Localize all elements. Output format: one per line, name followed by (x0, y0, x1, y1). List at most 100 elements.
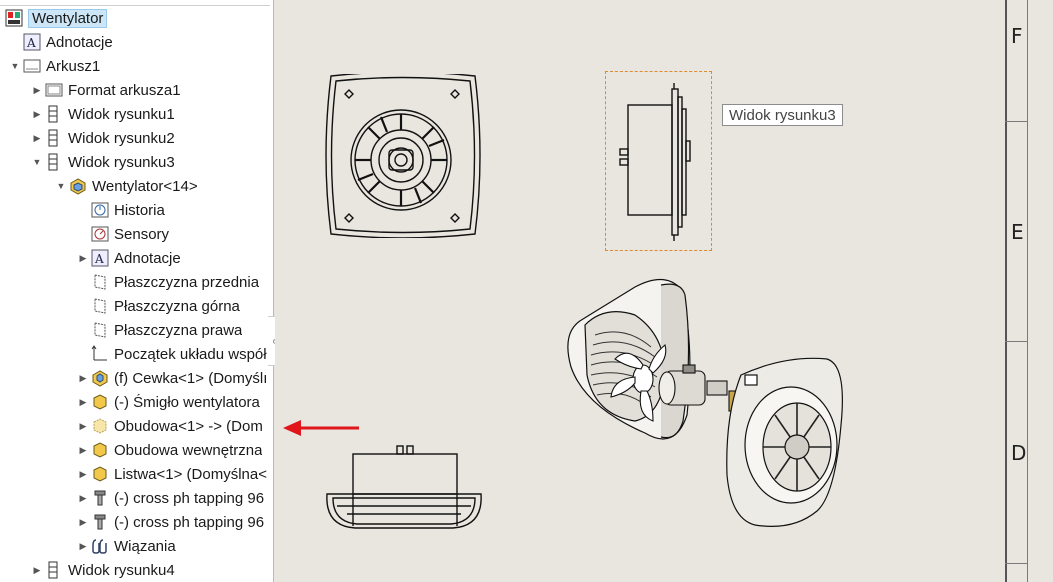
pointer-arrow-icon (283, 420, 359, 436)
svg-text:A: A (94, 252, 104, 266)
origin-icon (90, 345, 110, 363)
plane-icon (90, 273, 110, 291)
assembly-icon (68, 177, 88, 195)
tree-item-label: (f) Cewka<1> (Domyślı (114, 369, 268, 387)
expander-spacer (76, 299, 90, 313)
drawing-view-side[interactable] (615, 83, 700, 241)
tree-item[interactable]: Płaszczyzna prawa (0, 318, 273, 342)
drawing-view-top[interactable] (323, 440, 485, 532)
tree-item[interactable]: ▶Widok rysunku1 (0, 102, 273, 126)
annotations-icon: A (22, 33, 42, 51)
expand-arrow-icon[interactable]: ▶ (79, 372, 87, 383)
drawing-view-isometric[interactable] (565, 275, 855, 533)
tree-item-label: Obudowa<1> -> (Dom (114, 417, 263, 435)
sheet-format-icon (44, 81, 64, 99)
tree-item-label: Adnotacje (114, 249, 181, 267)
mates-icon (90, 537, 110, 555)
tree-item[interactable]: Płaszczyzna górna (0, 294, 273, 318)
part-icon (90, 465, 110, 483)
expand-arrow-icon[interactable]: ▶ (79, 396, 87, 407)
tree-item[interactable]: ▶ Obudowa wewnętrzna (0, 438, 273, 462)
screw-icon (90, 489, 110, 507)
expand-arrow-icon[interactable]: ▶ (79, 492, 87, 503)
expand-arrow-icon[interactable]: ▶ (79, 540, 87, 551)
tree-item-label: Wiązania (114, 537, 176, 555)
expander-spacer (8, 35, 22, 49)
expander-spacer (76, 227, 90, 241)
tree-item[interactable]: ▶ Format arkusza1 (0, 78, 273, 102)
tree-item[interactable]: Płaszczyzna przednia (0, 270, 273, 294)
expander-spacer (76, 347, 90, 361)
tree-item[interactable]: ▶ Obudowa<1> -> (Dom (0, 414, 273, 438)
svg-text:A: A (26, 36, 36, 50)
expand-arrow-icon[interactable]: ▶ (33, 108, 41, 119)
sensors-icon (90, 225, 110, 243)
collapse-arrow-icon[interactable]: ▼ (10, 61, 20, 71)
tree-item[interactable]: ▶ Wiązania (0, 534, 273, 558)
zone-label-d: D (1011, 441, 1027, 465)
part-icon (90, 441, 110, 459)
sheet-icon (22, 57, 42, 75)
tree-item[interactable]: Historia (0, 198, 273, 222)
view-tooltip: Widok rysunku3 (722, 104, 843, 126)
tree-item[interactable]: ▼ Widok rysunku3 (0, 150, 273, 174)
tree-item[interactable]: ▶(-) Śmigło wentylatora (0, 390, 273, 414)
tree-item[interactable]: ▼ Wentylator<14> (0, 174, 273, 198)
tree-item[interactable]: Początek układu współ (0, 342, 273, 366)
tree-item[interactable]: ▶ A Adnotacje (0, 246, 273, 270)
tree-item-label: Wentylator<14> (92, 177, 198, 195)
tree-item[interactable]: ▼ Arkusz1 (0, 54, 273, 78)
tree-item-label: Widok rysunku2 (68, 129, 175, 147)
sheet-border-line (1005, 0, 1007, 582)
subassembly-icon (90, 369, 110, 387)
tree-item-label: Adnotacje (46, 33, 113, 51)
expand-arrow-icon[interactable]: ▶ (79, 468, 87, 479)
tree-item-label: Format arkusza1 (68, 81, 181, 99)
expand-arrow-icon[interactable]: ▶ (79, 420, 87, 431)
expand-arrow-icon[interactable]: ▶ (79, 444, 87, 455)
expand-arrow-icon[interactable]: ▶ (79, 252, 87, 263)
zone-label-e: E (1011, 220, 1024, 244)
zone-divider (1005, 121, 1027, 122)
plane-icon (90, 321, 110, 339)
tree-item[interactable]: Sensory (0, 222, 273, 246)
drawing-view-icon (44, 129, 64, 147)
part-light-icon (90, 417, 110, 435)
tree-item-label: Widok rysunku3 (68, 153, 175, 171)
drawing-canvas[interactable]: F E D (275, 0, 1053, 582)
part-icon (90, 393, 110, 411)
tree-item-label: Obudowa wewnętrzna (114, 441, 263, 459)
tree-item-label: Płaszczyzna przednia (114, 273, 260, 291)
sheet-border-inner-line (1027, 0, 1028, 582)
assembly-drawing-icon (4, 9, 24, 27)
collapse-arrow-icon[interactable]: ▼ (56, 181, 66, 191)
tree-item[interactable]: ▶ Listwa<1> (Domyślna< (0, 462, 273, 486)
tree-item[interactable]: ▶Widok rysunku4 (0, 558, 273, 582)
tree-item-label: Płaszczyzna prawa (114, 321, 243, 339)
drawing-view-front[interactable] (323, 74, 483, 238)
expander-spacer (76, 323, 90, 337)
expand-arrow-icon[interactable]: ▶ (33, 84, 41, 95)
tree-item[interactable]: ▶ (-) cross ph tapping 96 (0, 486, 273, 510)
tree-item[interactable]: ▶ Widok rysunku2 (0, 126, 273, 150)
tree-item-label: Listwa<1> (Domyślna< (114, 465, 267, 483)
tree-item[interactable]: ▶ (f) Cewka<1> (Domyślı (0, 366, 273, 390)
expand-arrow-icon[interactable]: ▶ (79, 516, 87, 527)
plane-icon (90, 297, 110, 315)
tree-item[interactable]: ▶(-) cross ph tapping 96 (0, 510, 273, 534)
expand-arrow-icon[interactable]: ▶ (33, 132, 41, 143)
tree-item-label: Sensory (114, 225, 170, 243)
expand-arrow-icon[interactable]: ▶ (33, 564, 41, 575)
tree-item-label: Arkusz1 (46, 57, 101, 75)
drawing-view3-selection-frame[interactable] (605, 71, 712, 251)
zone-divider (1005, 341, 1027, 342)
tree-item[interactable]: Wentylator (0, 6, 273, 30)
expander-spacer (76, 203, 90, 217)
drawing-view-icon (44, 105, 64, 123)
tree-item-label: (-) cross ph tapping 96 (114, 489, 265, 507)
tree-item[interactable]: A Adnotacje (0, 30, 273, 54)
drawing-view-icon (44, 153, 64, 171)
collapse-arrow-icon[interactable]: ▼ (32, 157, 42, 167)
drawing-view-icon (44, 561, 64, 579)
